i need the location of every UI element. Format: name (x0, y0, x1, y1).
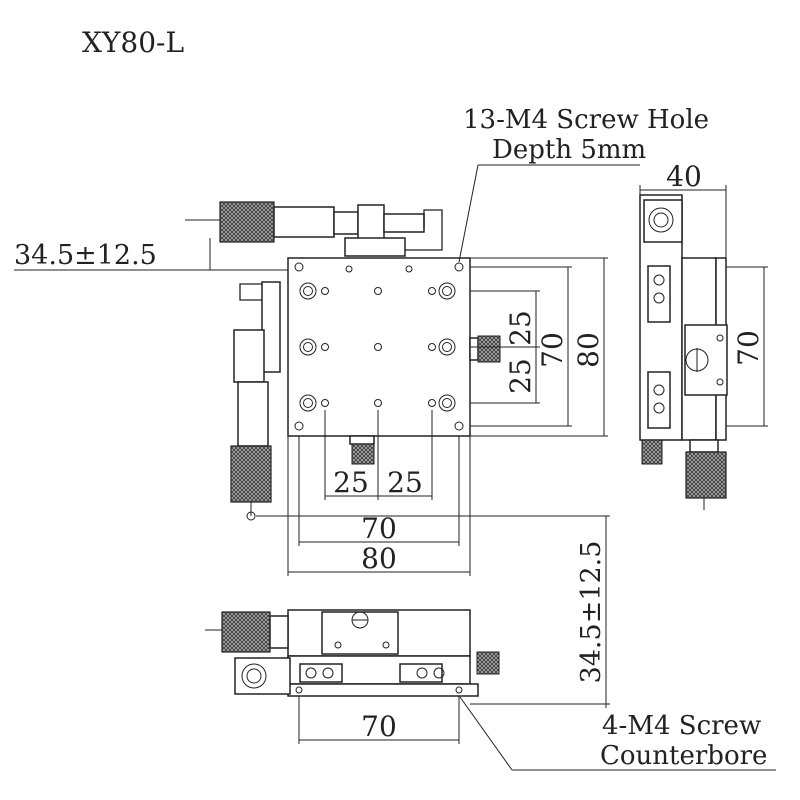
note-top-line2: Depth 5mm (492, 135, 646, 165)
dim-right-80: 80 (572, 332, 605, 368)
front-view: 70 (205, 609, 500, 744)
note-top-line1: 13-M4 Screw Hole (463, 105, 709, 135)
note-bottom-line2: Counterbore (600, 741, 767, 771)
top-micrometer (185, 201, 443, 257)
dim-side-70: 70 (732, 330, 765, 366)
note-bottom-line1: 4-M4 Screw (602, 711, 761, 741)
dim-side-40: 40 (666, 160, 702, 193)
dim-bottom-80: 80 (361, 542, 397, 575)
side-view: 40 70 (639, 160, 768, 510)
bottom-note-leader (459, 696, 513, 771)
dim-travel-left: 34.5±12.5 (14, 240, 157, 271)
dim-right-25-upper: 25 (504, 310, 537, 346)
top-view: 34.5±12.5 25 25 70 80 25 25 70 80 (14, 201, 610, 576)
dim-right-70: 70 (536, 332, 569, 368)
dim-right-25-lower: 25 (504, 358, 537, 394)
model-title: XY80-L (82, 26, 184, 59)
dim-bottom-70: 70 (361, 512, 397, 545)
dim-front-70: 70 (361, 710, 397, 743)
m4-holes (321, 287, 436, 407)
dim-bottom-25-left: 25 (333, 466, 369, 499)
counterbore-holes (299, 282, 456, 412)
dim-bottom-25-right: 25 (387, 466, 423, 499)
left-micrometer (230, 281, 281, 521)
dim-travel-right: 34.5±12.5 (576, 541, 607, 684)
